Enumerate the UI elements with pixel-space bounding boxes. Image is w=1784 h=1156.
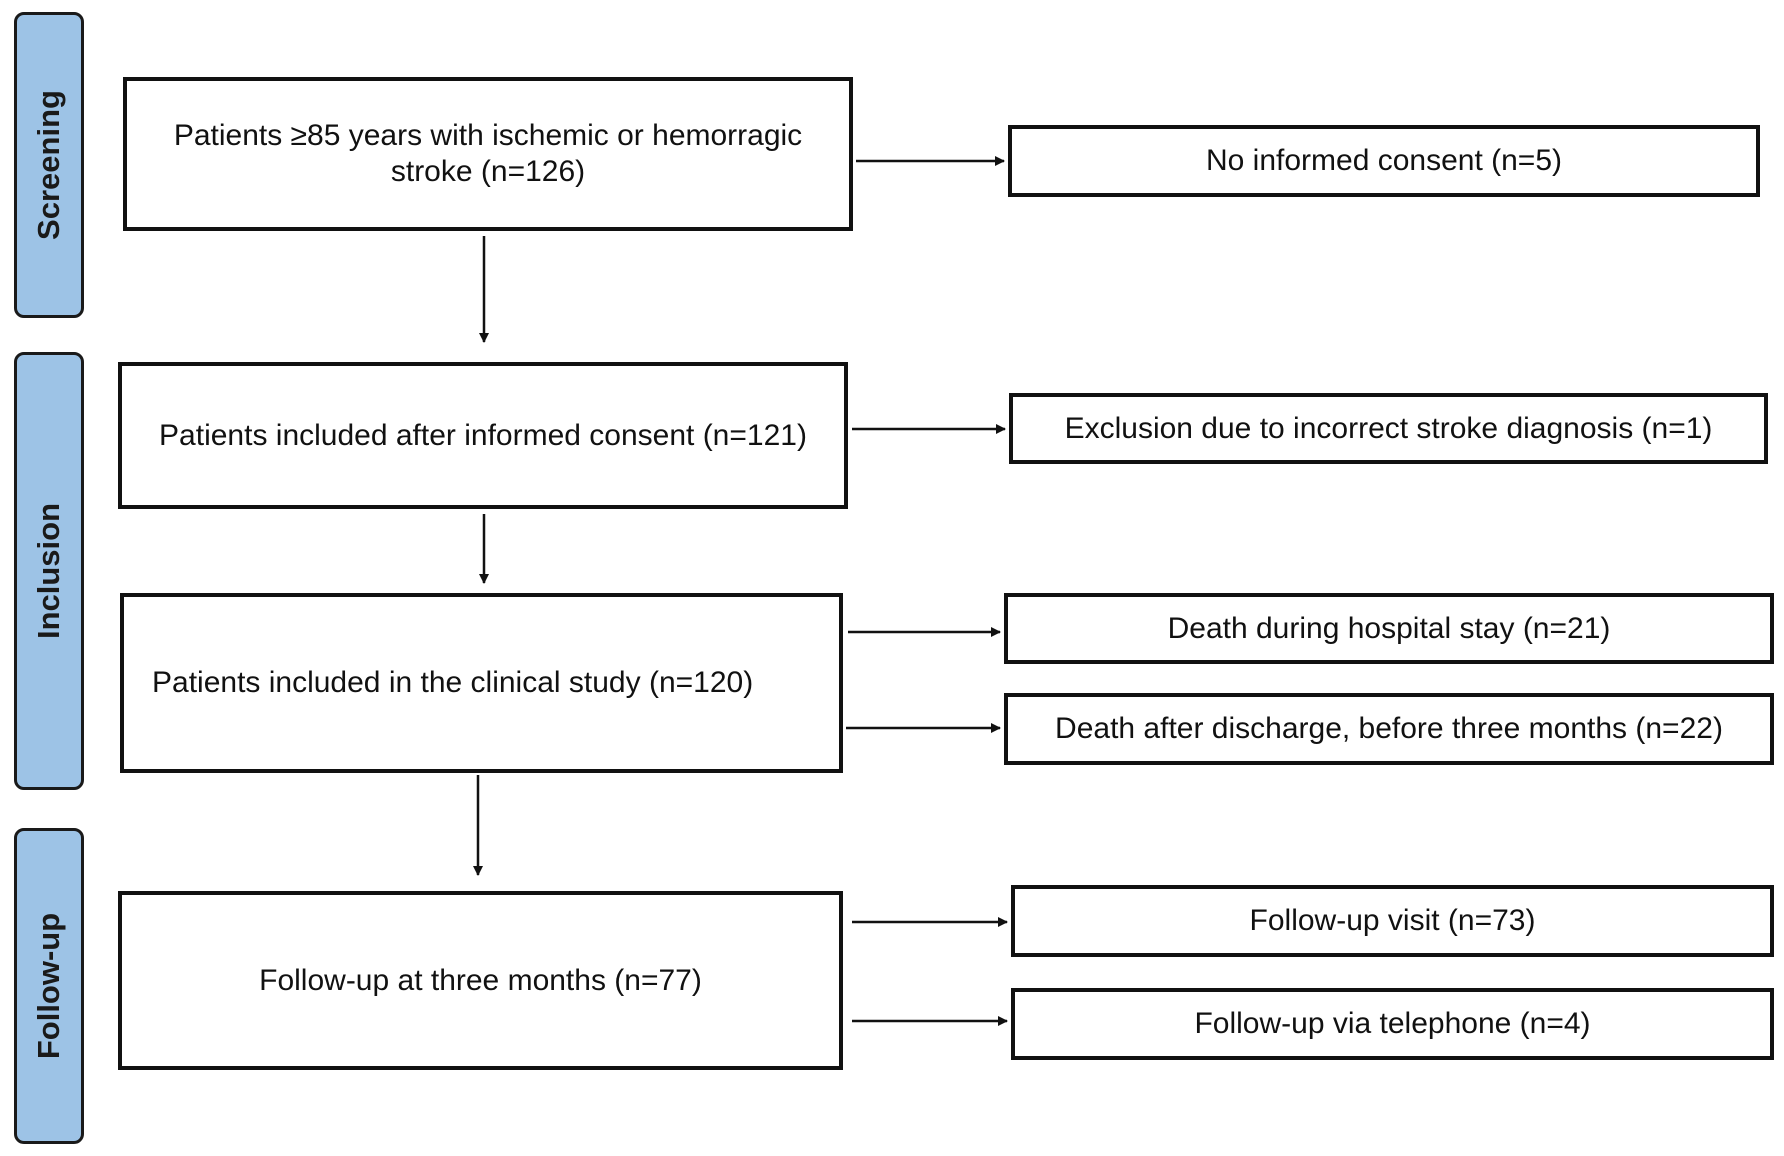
box-followup-visit: Follow-up visit (n=73) — [1011, 885, 1774, 957]
box-followup-telephone: Follow-up via telephone (n=4) — [1011, 988, 1774, 1060]
phase-bar-followup: Follow-up — [14, 828, 84, 1144]
box-death-after-discharge: Death after discharge, before three mont… — [1004, 693, 1774, 765]
phase-bar-screening: Screening — [14, 12, 84, 318]
box-death-hospital: Death during hospital stay (n=21) — [1004, 593, 1774, 664]
box-followup-three-months: Follow-up at three months (n=77) — [118, 891, 843, 1070]
phase-bar-inclusion: Inclusion — [14, 352, 84, 790]
box-no-consent: No informed consent (n=5) — [1008, 125, 1760, 197]
box-screened-patients: Patients ≥85 years with ischemic or hemo… — [123, 77, 853, 231]
box-clinical-study: Patients included in the clinical study … — [120, 593, 843, 773]
box-excluded-diagnosis: Exclusion due to incorrect stroke diagno… — [1009, 393, 1768, 464]
box-included-after-consent: Patients included after informed consent… — [118, 362, 848, 509]
